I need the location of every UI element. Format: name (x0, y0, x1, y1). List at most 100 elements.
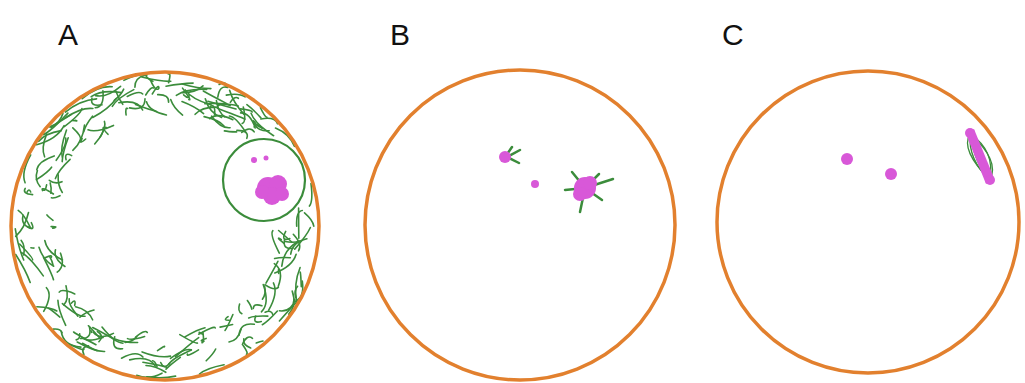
microtubule (130, 359, 156, 367)
microtubule (158, 346, 165, 350)
microtubule (275, 257, 291, 258)
microtubule (309, 184, 311, 207)
microtubule (241, 113, 256, 128)
microtubule (158, 95, 169, 103)
microtubule (224, 131, 236, 132)
microtubule (39, 247, 54, 266)
microtubule (153, 361, 158, 367)
microtubule (169, 350, 192, 364)
microtubule (242, 337, 252, 344)
microtubule (275, 254, 296, 273)
microtubule (255, 316, 261, 322)
microtubule (218, 87, 228, 97)
microtubule (262, 311, 277, 325)
chromosomes (499, 151, 597, 201)
microtubule (212, 116, 231, 128)
microtubule (62, 304, 85, 317)
microtubule (230, 98, 238, 103)
microtubule (51, 227, 56, 229)
microtubule (27, 190, 31, 192)
microtubule (31, 247, 34, 249)
microtubule (237, 130, 247, 138)
microtubule (272, 231, 279, 253)
spindle-fibers (505, 147, 613, 212)
microtubule (49, 180, 62, 183)
microtubule (203, 91, 227, 104)
microtubule (205, 103, 230, 105)
chromosomes (841, 128, 995, 185)
microtubule (201, 338, 206, 341)
microtubule (293, 234, 299, 251)
microtubule (297, 211, 303, 227)
microtubule (50, 183, 51, 193)
microtubule (265, 311, 273, 314)
microtubule (77, 342, 104, 352)
microtubule (93, 99, 117, 118)
microtubule (44, 257, 54, 279)
microtubule (64, 286, 67, 305)
microtubule (296, 268, 300, 303)
microtubule (305, 213, 314, 226)
microtubule (127, 93, 143, 97)
microtubule (45, 241, 63, 261)
cell-outline (11, 72, 319, 380)
microtubule (266, 261, 278, 283)
microtubule (279, 299, 294, 311)
microtubule (45, 256, 51, 258)
microtubule (185, 328, 205, 337)
microtubule (180, 335, 198, 344)
nucleus-outline (223, 139, 305, 221)
microtubule (182, 84, 211, 89)
microtubule (20, 244, 33, 260)
microtubule (136, 332, 148, 338)
microtubule (151, 80, 159, 89)
microtubule (122, 354, 143, 358)
microtubule (73, 128, 81, 141)
microtubule (239, 304, 242, 314)
microtubule (279, 238, 284, 243)
microtubule (48, 308, 60, 317)
microtubule (147, 102, 167, 115)
microtubule (128, 337, 145, 340)
microtubule (249, 316, 268, 318)
microtubule (73, 125, 85, 150)
microtubule (59, 291, 75, 294)
microtubule (220, 325, 233, 328)
microtubule (247, 301, 251, 310)
microtubule (142, 352, 170, 357)
microtubule (253, 305, 262, 309)
microtubule (142, 77, 171, 81)
microtubule (76, 307, 93, 320)
microtubule (71, 301, 75, 305)
microtubule (182, 102, 204, 114)
microtubule (102, 327, 123, 343)
microtubule (62, 130, 67, 157)
microtubule (80, 310, 94, 317)
microtubule (256, 341, 263, 343)
microtubule (195, 107, 217, 114)
microtubule (24, 188, 32, 194)
microtubule (47, 215, 53, 220)
panel-letter: C (722, 20, 744, 50)
microtubule (36, 167, 51, 180)
microtubule (171, 100, 183, 116)
microtubule (265, 285, 278, 289)
microtubule (300, 272, 301, 287)
microtubule (76, 334, 80, 340)
microtubule (146, 88, 154, 95)
microtubule (88, 125, 114, 130)
microtubule (261, 285, 266, 312)
microtubule (51, 196, 60, 198)
microtubule (84, 116, 93, 132)
microtubule (147, 376, 176, 378)
microtubule (91, 92, 121, 97)
cell-outline (365, 70, 675, 380)
microtubule (284, 239, 293, 248)
cortical-microtubules (15, 74, 314, 378)
microtubule (187, 350, 198, 355)
panel-letter: B (390, 20, 410, 50)
microtubule (241, 109, 253, 112)
microtubule (239, 324, 254, 335)
